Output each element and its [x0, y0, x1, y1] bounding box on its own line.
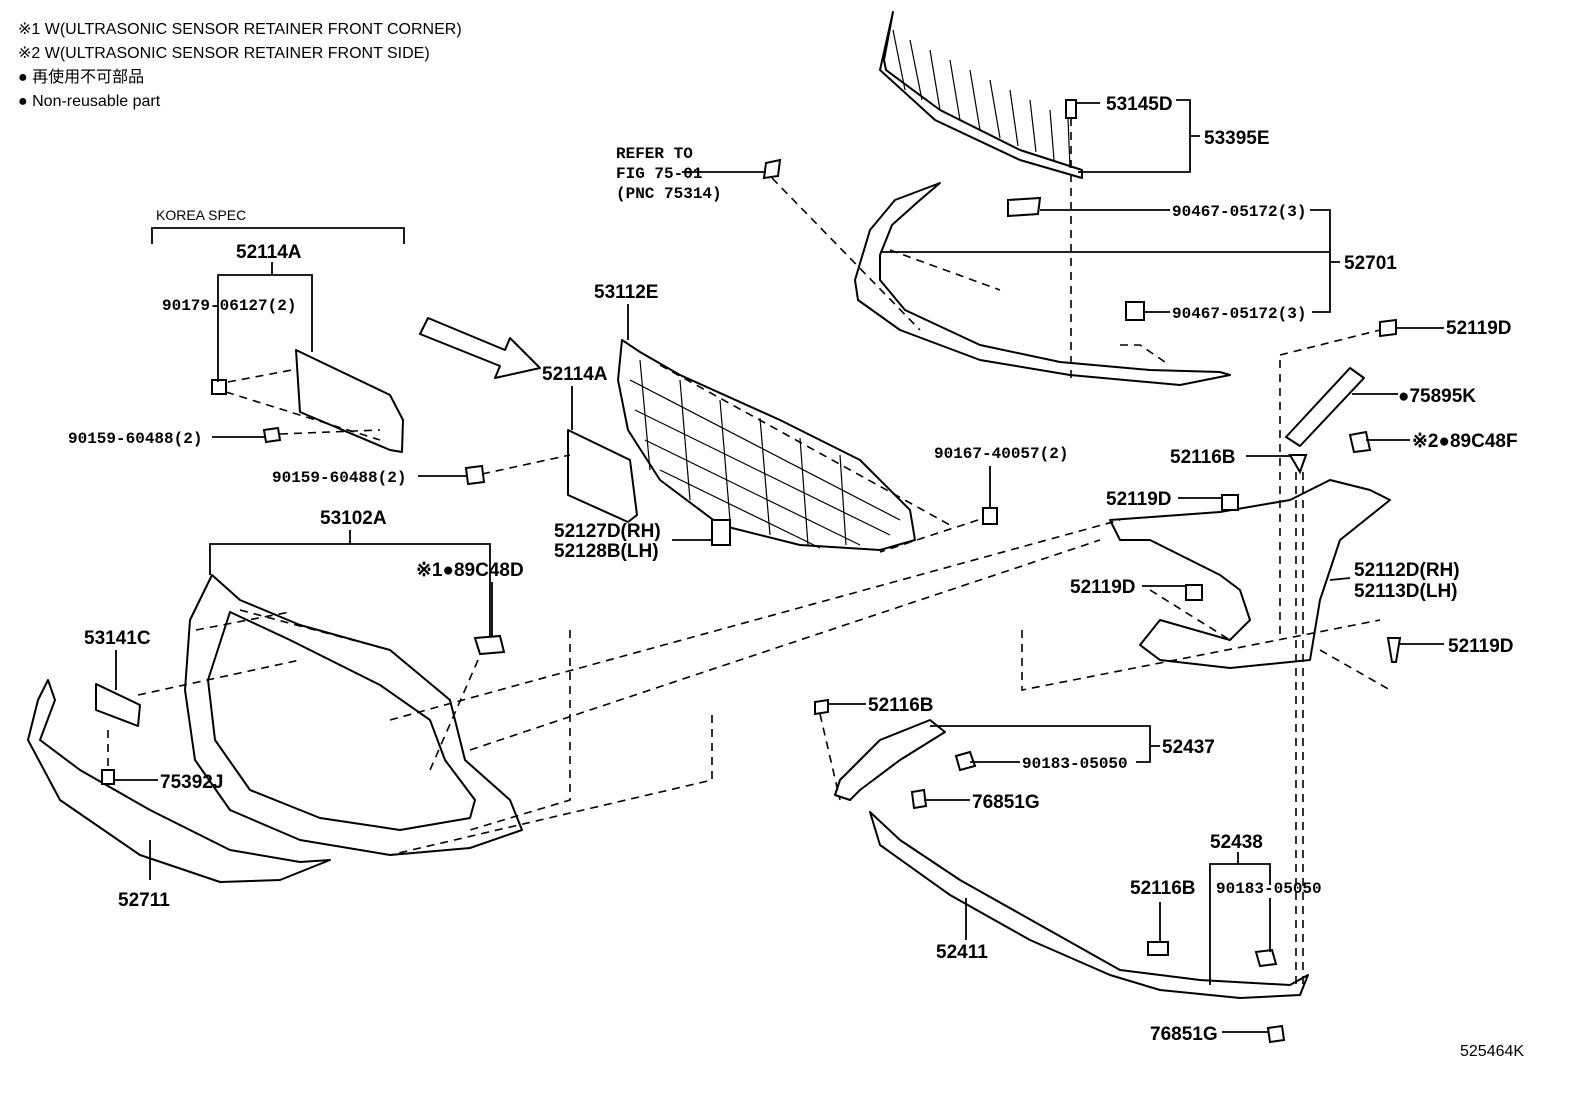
- sensor-89C48D: [473, 634, 506, 656]
- label-90159-a: 90159-60488(2): [68, 430, 202, 448]
- label-89C48D: ※1●89C48D: [416, 560, 524, 581]
- label-75895K: ●75895K: [1398, 386, 1476, 407]
- label-52114A: 52114A: [542, 364, 608, 385]
- clip-90183-b: [1254, 948, 1278, 968]
- part-53112E-drawing: [617, 339, 916, 551]
- clip-52116B-a: [1288, 454, 1308, 475]
- clip-52127D: [711, 519, 731, 546]
- clip-90167: [982, 507, 998, 525]
- label-52114A-korea: 52114A: [236, 242, 302, 263]
- label-53145D: 53145D: [1106, 94, 1173, 115]
- label-52119D-b: 52119D: [1106, 489, 1172, 510]
- leader-lines: [114, 99, 1444, 1033]
- note-non-reusable-en: ● Non-reusable part: [18, 93, 161, 110]
- label-89C48F: ※2●89C48F: [1412, 431, 1518, 452]
- label-52113D: 52113D(LH): [1354, 581, 1458, 602]
- label-90167: 90167-40057(2): [934, 445, 1068, 463]
- clip-52119D-d: [1386, 637, 1402, 663]
- part-52114A-korea-drawing: [211, 349, 404, 453]
- label-52119D-a: 52119D: [1446, 318, 1512, 339]
- label-76851G-b: 76851G: [1150, 1024, 1218, 1045]
- assembly-lines: [107, 118, 1391, 985]
- label-ref-line2: FIG 75-01: [616, 165, 702, 183]
- part-52411-drawing: [869, 811, 1309, 999]
- label-90159-b: 90159-60488(2): [272, 469, 406, 487]
- label-52119D-d: 52119D: [1448, 636, 1514, 657]
- clip-90467-top: [1007, 196, 1042, 218]
- label-52119D-c: 52119D: [1070, 577, 1136, 598]
- label-53141C: 53141C: [84, 628, 151, 649]
- label-53102A: 53102A: [320, 508, 387, 529]
- clip-52116B-b: [814, 698, 829, 716]
- direction-arrow: [419, 317, 541, 379]
- label-53112E: 53112E: [594, 282, 658, 303]
- label-52127D: 52127D(RH): [554, 521, 661, 542]
- clip-76851G-b: [1266, 1024, 1286, 1044]
- clip-52119D-c: [1185, 584, 1203, 601]
- part-52711-drawing: [27, 679, 331, 883]
- clip-52119D-b: [1221, 494, 1239, 511]
- part-53102A-drawing: [184, 574, 523, 856]
- part-52114A-drawing: [464, 429, 638, 523]
- label-52116B-b: 52116B: [868, 695, 934, 716]
- clip-53145D: [1065, 99, 1077, 119]
- label-52711: 52711: [118, 890, 170, 911]
- legend-notes: ※1 W(ULTRASONIC SENSOR RETAINER FRONT CO…: [18, 18, 462, 114]
- note-non-reusable-jp: ● 再使用不可部品: [18, 69, 145, 86]
- label-90183-a: 90183-05050: [1022, 755, 1128, 773]
- label-ref-line1: REFER TO: [616, 145, 693, 163]
- note-ultrasonic-corner: ※1 W(ULTRASONIC SENSOR RETAINER FRONT CO…: [18, 21, 462, 38]
- label-76851G-a: 76851G: [972, 792, 1040, 813]
- label-korea-spec: KOREA SPEC: [156, 207, 246, 223]
- label-52437: 52437: [1162, 737, 1215, 758]
- label-52701: 52701: [1344, 253, 1397, 274]
- label-75392J: 75392J: [160, 772, 223, 793]
- label-52116B-a: 52116B: [1170, 447, 1236, 468]
- label-52128B: 52128B(LH): [554, 541, 659, 562]
- part-53141C-drawing: [95, 683, 141, 727]
- label-52411: 52411: [936, 942, 988, 963]
- label-53395E: 53395E: [1204, 128, 1270, 149]
- label-52438: 52438: [1210, 832, 1263, 853]
- clip-75392J: [101, 769, 115, 785]
- clip-52116B-c: [1147, 941, 1169, 956]
- clip-ref-fig-75-01: [762, 158, 782, 180]
- note-ultrasonic-side: ※2 W(ULTRASONIC SENSOR RETAINER FRONT SI…: [18, 45, 430, 62]
- label-52116B-c: 52116B: [1130, 878, 1196, 899]
- label-90179: 90179-06127(2): [162, 297, 296, 315]
- part-52701-drawing: [854, 182, 1231, 386]
- clip-52119D-a: [1379, 318, 1397, 338]
- label-ref-line3: (PNC 75314): [616, 185, 722, 203]
- part-52437-drawing: [834, 719, 977, 810]
- label-52112D: 52112D(RH): [1354, 560, 1460, 581]
- label-90183-b: 90183-05050: [1216, 880, 1322, 898]
- clip-90467-bottom: [1125, 301, 1145, 321]
- part-52112D-drawing: [1109, 479, 1391, 669]
- part-53395E-drawing: [879, 11, 1083, 179]
- label-90467-bottom: 90467-05172(3): [1172, 305, 1306, 323]
- part-75895K-drawing: [1285, 367, 1365, 447]
- sensor-89C48F: [1348, 430, 1372, 454]
- label-90467-top: 90467-05172(3): [1172, 203, 1306, 221]
- diagram-id: 525464K: [1460, 1043, 1524, 1060]
